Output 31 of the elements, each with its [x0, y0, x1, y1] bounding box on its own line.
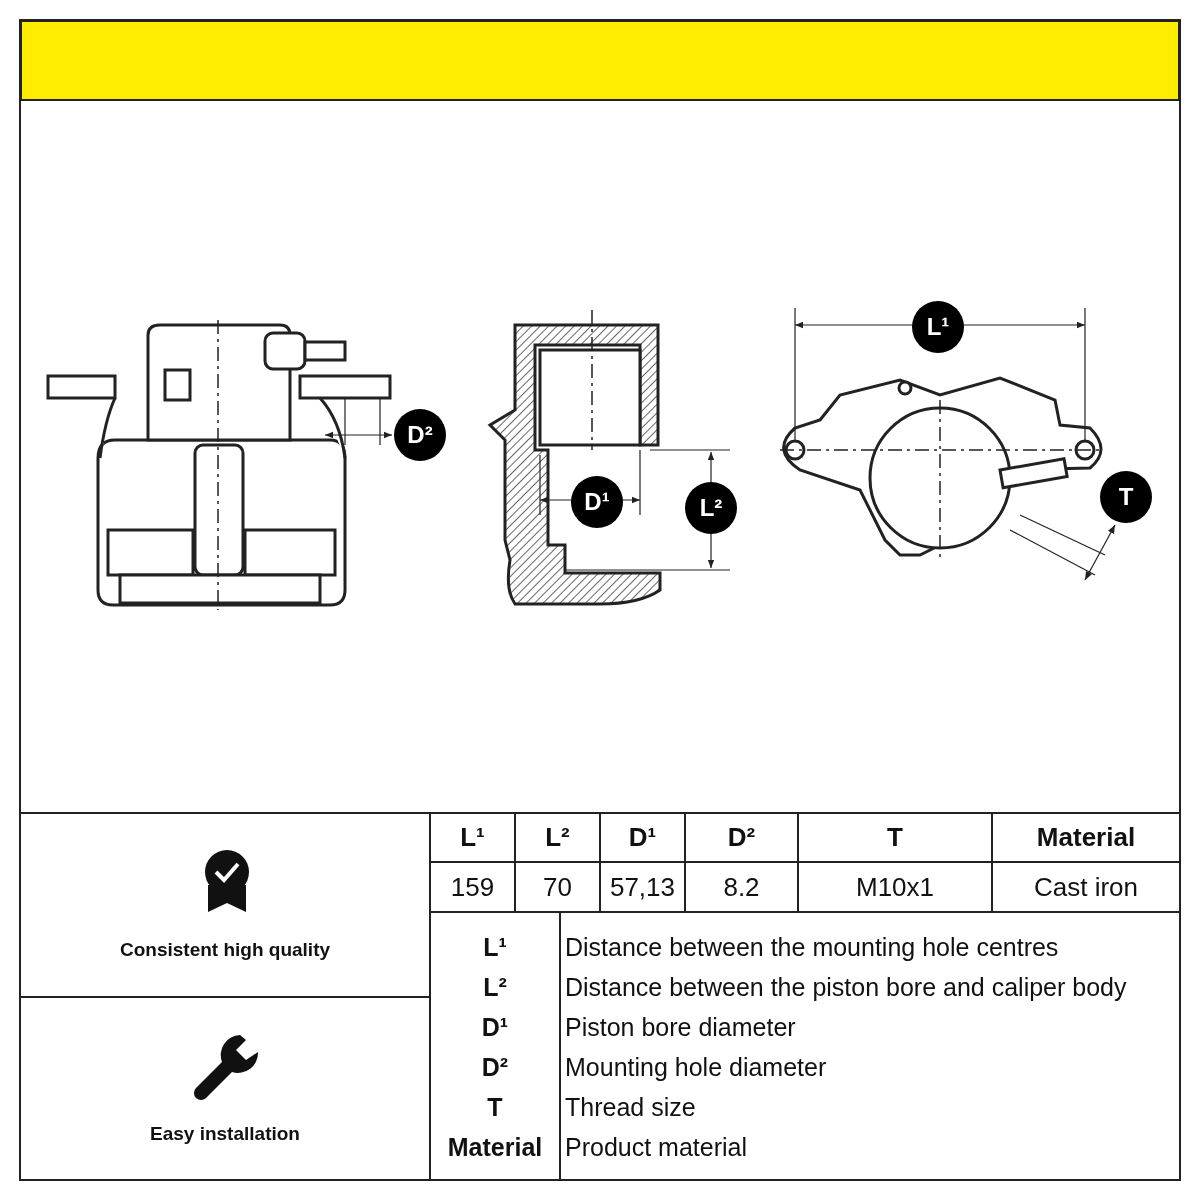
column-header: D²: [726, 821, 757, 854]
definition-text: Distance between the piston bore and caliper body: [565, 971, 1128, 1003]
dimension-marker: L¹: [912, 301, 964, 353]
symbol-label: D¹: [480, 1011, 510, 1043]
symbol-label: L²: [482, 971, 508, 1003]
spec-value: M10x1: [854, 870, 935, 904]
dimension-marker: T: [1100, 471, 1152, 523]
feature-caption: Consistent high quality: [118, 938, 332, 962]
spec-value: 70: [542, 870, 573, 904]
spec-value: 159: [449, 870, 496, 904]
column-header: D¹: [627, 821, 658, 854]
column-header: L²: [544, 821, 571, 854]
definition-text: Distance between the mounting hole centres: [565, 931, 1060, 963]
definition-text: Piston bore diameter: [565, 1011, 797, 1043]
symbol-label: T: [486, 1091, 504, 1123]
definition-text: Thread size: [565, 1091, 697, 1123]
symbol-label: Material: [446, 1131, 544, 1163]
column-header: T: [886, 821, 904, 854]
feature-caption: Easy installation: [149, 1122, 301, 1146]
column-header: Material: [1035, 821, 1137, 854]
column-header: L¹: [459, 821, 486, 854]
symbol-label: L¹: [482, 931, 508, 963]
dimension-marker: L²: [685, 482, 737, 534]
dimension-marker: D¹: [571, 476, 623, 528]
definition-text: Product material: [565, 1131, 749, 1163]
symbol-label: D²: [480, 1051, 510, 1083]
definition-text: Mounting hole diameter: [565, 1051, 828, 1083]
dimension-marker: D²: [394, 409, 446, 461]
spec-value: 8.2: [722, 870, 761, 904]
spec-value: 57,13: [608, 870, 677, 904]
spec-value: Cast iron: [1032, 870, 1139, 904]
